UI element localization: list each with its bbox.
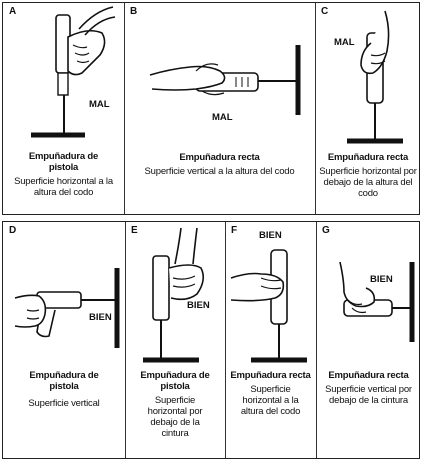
- verdict-label: BIEN: [259, 230, 282, 241]
- verdict-label: BIEN: [89, 312, 112, 323]
- panel-letter: A: [9, 6, 16, 17]
- verdict-label: MAL: [212, 112, 233, 123]
- panel-correct: D BIEN Empuñadura de pistola Superficie …: [2, 221, 420, 459]
- caption-title: Empuñadura recta: [124, 153, 315, 164]
- straight-grip-drill-illustration: [231, 242, 315, 366]
- cell-b: B MAL Empuñadura recta Superficie vertic…: [124, 3, 315, 214]
- caption-title: Empuñadura recta: [221, 371, 320, 382]
- caption: Empuñadura recta Superficie vertical por…: [316, 371, 421, 407]
- caption-title: Empuñadura de pistola: [125, 371, 225, 393]
- cell-a: A MAL Empuñadura de pistola Superficie h…: [3, 3, 124, 214]
- verdict-label: MAL: [89, 99, 110, 110]
- caption-title: Empuñadura recta: [315, 153, 421, 164]
- panel-letter: B: [130, 6, 137, 17]
- cell-g: G BIEN Empuñadura recta Superficie verti…: [316, 222, 421, 458]
- verdict-label: BIEN: [370, 274, 393, 285]
- caption: Empuñadura recta Superficie horizontal p…: [315, 153, 421, 200]
- caption: Empuñadura de pistola Superficie horizon…: [125, 371, 225, 440]
- straight-grip-drill-illustration: [146, 41, 306, 121]
- verdict-label: BIEN: [187, 300, 210, 311]
- cell-f: F BIEN Empuñadura recta Superficie horiz…: [225, 222, 316, 458]
- caption-description: Superficie horizontal por debajo de la a…: [315, 167, 421, 200]
- pistol-grip-drill-illustration: [135, 228, 225, 366]
- cell-e: E BIEN Empuñadura de pistola Superficie …: [125, 222, 225, 458]
- pistol-grip-drill-illustration: [15, 268, 125, 348]
- caption-description: Superficie horizontal a la altura del co…: [225, 385, 316, 418]
- caption-description: Superficie vertical a la altura del codo: [124, 167, 315, 178]
- cell-d: D BIEN Empuñadura de pistola Superficie …: [3, 222, 125, 458]
- caption-description: Superficie horizontal por debajo de la c…: [125, 396, 225, 440]
- caption-title: Empuñadura de pistola: [3, 371, 125, 393]
- caption-title: Empuñadura recta: [316, 371, 421, 382]
- caption: Empuñadura recta Superficie vertical a l…: [124, 153, 315, 178]
- pistol-grip-drill-illustration: [23, 7, 123, 147]
- caption-description: Superficie horizontal a la altura del co…: [3, 177, 124, 199]
- caption: Empuñadura de pistola Superficie horizon…: [3, 152, 124, 199]
- caption-description: Superficie vertical por debajo de la cin…: [316, 385, 421, 407]
- caption-description: Superficie vertical: [3, 399, 125, 410]
- cell-c: C MAL Empuñadura recta Superficie horizo…: [315, 3, 421, 214]
- straight-grip-drill-illustration: [333, 11, 413, 147]
- caption-title: Empuñadura de pistola: [3, 152, 124, 174]
- panel-letter: D: [9, 225, 16, 236]
- caption: Empuñadura de pistola Superficie vertica…: [3, 371, 125, 410]
- caption: Empuñadura recta Superficie horizontal a…: [225, 371, 316, 418]
- panel-letter: C: [321, 6, 328, 17]
- panel-incorrect: A MAL Empuñadura de pistola Superficie h…: [2, 2, 420, 215]
- panel-letter: G: [322, 225, 330, 236]
- panel-letter: F: [231, 225, 237, 236]
